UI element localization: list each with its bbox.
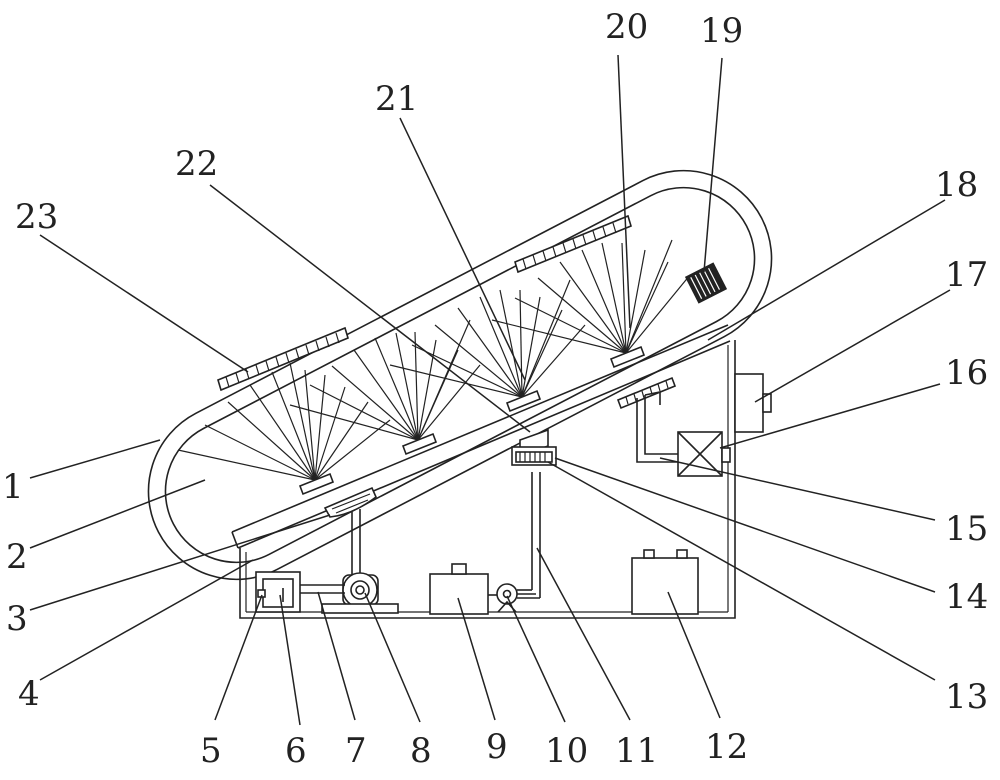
leader-11 [536, 547, 631, 721]
air-pipe-inner [644, 395, 678, 455]
label-6: 6 [285, 731, 307, 771]
label-9: 9 [486, 727, 508, 767]
leader-12 [667, 591, 721, 719]
belt-outer-wall [147, 169, 773, 581]
leader-6 [279, 594, 301, 726]
leader-19 [703, 57, 723, 273]
base-housing [239, 340, 736, 619]
label-1: 1 [2, 467, 24, 507]
water-tank [429, 563, 489, 615]
leader-3 [29, 514, 331, 611]
label-8: 8 [410, 731, 432, 771]
label-22: 22 [175, 144, 218, 184]
label-7: 7 [345, 731, 367, 771]
side-box [734, 373, 772, 433]
label-10: 10 [545, 731, 588, 771]
label-23: 23 [15, 197, 58, 237]
leader-10 [506, 595, 566, 723]
belt-roller [323, 486, 377, 518]
label-12: 12 [705, 727, 748, 767]
leader-14 [554, 457, 936, 593]
label-14: 14 [945, 577, 988, 617]
air-pipe-top [644, 391, 661, 405]
belt-inner-wall [164, 186, 756, 564]
label-2: 2 [6, 537, 28, 577]
leader-21 [399, 117, 526, 381]
leader-5 [214, 594, 263, 721]
water-pump [488, 583, 536, 613]
label-5: 5 [200, 731, 222, 771]
belt-housing [147, 169, 773, 581]
leader-2 [29, 479, 206, 549]
brush-2 [289, 319, 481, 456]
leader-15 [659, 457, 936, 521]
spray-nozzle [511, 428, 557, 466]
sensor-panel [684, 262, 728, 304]
vent-grille-left [217, 326, 349, 392]
brush-1 [177, 362, 391, 496]
leader-20 [617, 54, 631, 329]
label-3: 3 [6, 599, 28, 639]
label-15: 15 [945, 509, 988, 549]
label-20: 20 [605, 7, 648, 47]
support-plate-end [231, 531, 239, 549]
leader-23 [39, 234, 249, 373]
leader-8 [364, 592, 421, 723]
leader-13 [547, 461, 936, 681]
label-13: 13 [945, 677, 988, 717]
leader-4 [39, 559, 254, 681]
label-18: 18 [935, 165, 978, 205]
label-17: 17 [945, 255, 988, 295]
part-labels: 1 2 3 4 5 6 7 8 9 10 11 12 13 14 15 16 1… [2, 7, 988, 771]
leader-22 [209, 184, 531, 433]
leader-9 [457, 597, 496, 721]
label-16: 16 [945, 353, 988, 393]
leader-1 [29, 439, 161, 479]
leader-17 [754, 289, 951, 403]
label-4: 4 [18, 674, 40, 714]
leader-7 [317, 591, 356, 721]
battery [631, 549, 699, 615]
label-11: 11 [615, 731, 658, 771]
vent-grille-right [514, 214, 632, 274]
motor-assembly [321, 509, 399, 614]
fan-box [677, 431, 731, 477]
leader-18 [707, 199, 946, 341]
air-pipe-outer [636, 398, 678, 463]
support-plate-bottom [237, 340, 731, 549]
leader-16 [719, 383, 941, 449]
dust-strip [616, 376, 677, 410]
support-plate-top [231, 324, 729, 533]
label-19: 19 [700, 11, 743, 51]
control-box [255, 571, 301, 613]
brush-3 [389, 279, 586, 413]
leader-lines [29, 54, 951, 726]
brush-4 [491, 239, 691, 369]
label-21: 21 [375, 79, 418, 119]
